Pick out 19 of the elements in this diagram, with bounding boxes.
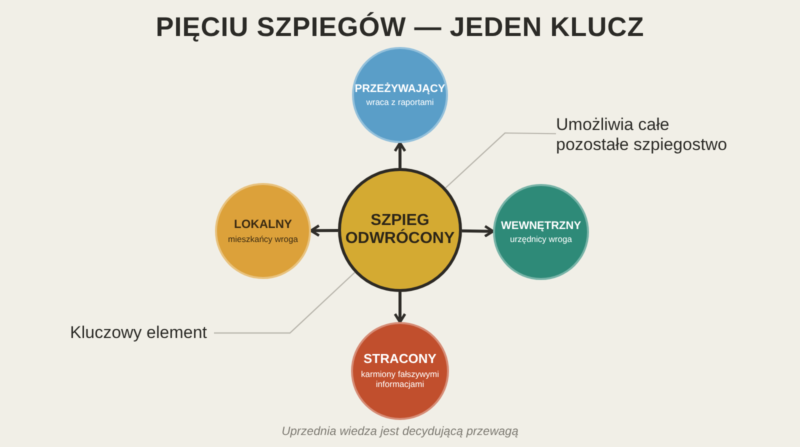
role-heading: STRACONY <box>364 352 436 368</box>
role-description: karmiony fałszywymi informacjami <box>361 369 439 390</box>
role-description: urzędnicy wroga <box>510 234 572 244</box>
arrow <box>394 142 406 168</box>
callout-text: Kluczowy element <box>70 322 208 344</box>
role-heading: PRZEŻYWAJĄCY <box>354 82 446 96</box>
leader-line <box>445 132 556 188</box>
role-heading: LOKALNY <box>234 218 292 232</box>
callout-text: Umożliwia całe pozostałe szpiegostwo <box>556 114 728 156</box>
role-description: wraca z raportami <box>366 97 434 108</box>
leader-line <box>214 272 356 334</box>
title: PIĘCIU SZPIEGÓW — JEDEN KLUCZ <box>154 12 646 43</box>
arrow <box>310 224 338 237</box>
caption: Uprzednia wiedza jest decydującą przewagą <box>280 424 520 438</box>
role-description: mieszkańcy wroga <box>228 234 298 244</box>
arrow <box>462 224 494 238</box>
role-heading: SZPIEG ODWRÓCONY <box>344 212 456 248</box>
arrow <box>394 292 406 324</box>
role-heading: WEWNĘTRZNY <box>500 220 582 232</box>
